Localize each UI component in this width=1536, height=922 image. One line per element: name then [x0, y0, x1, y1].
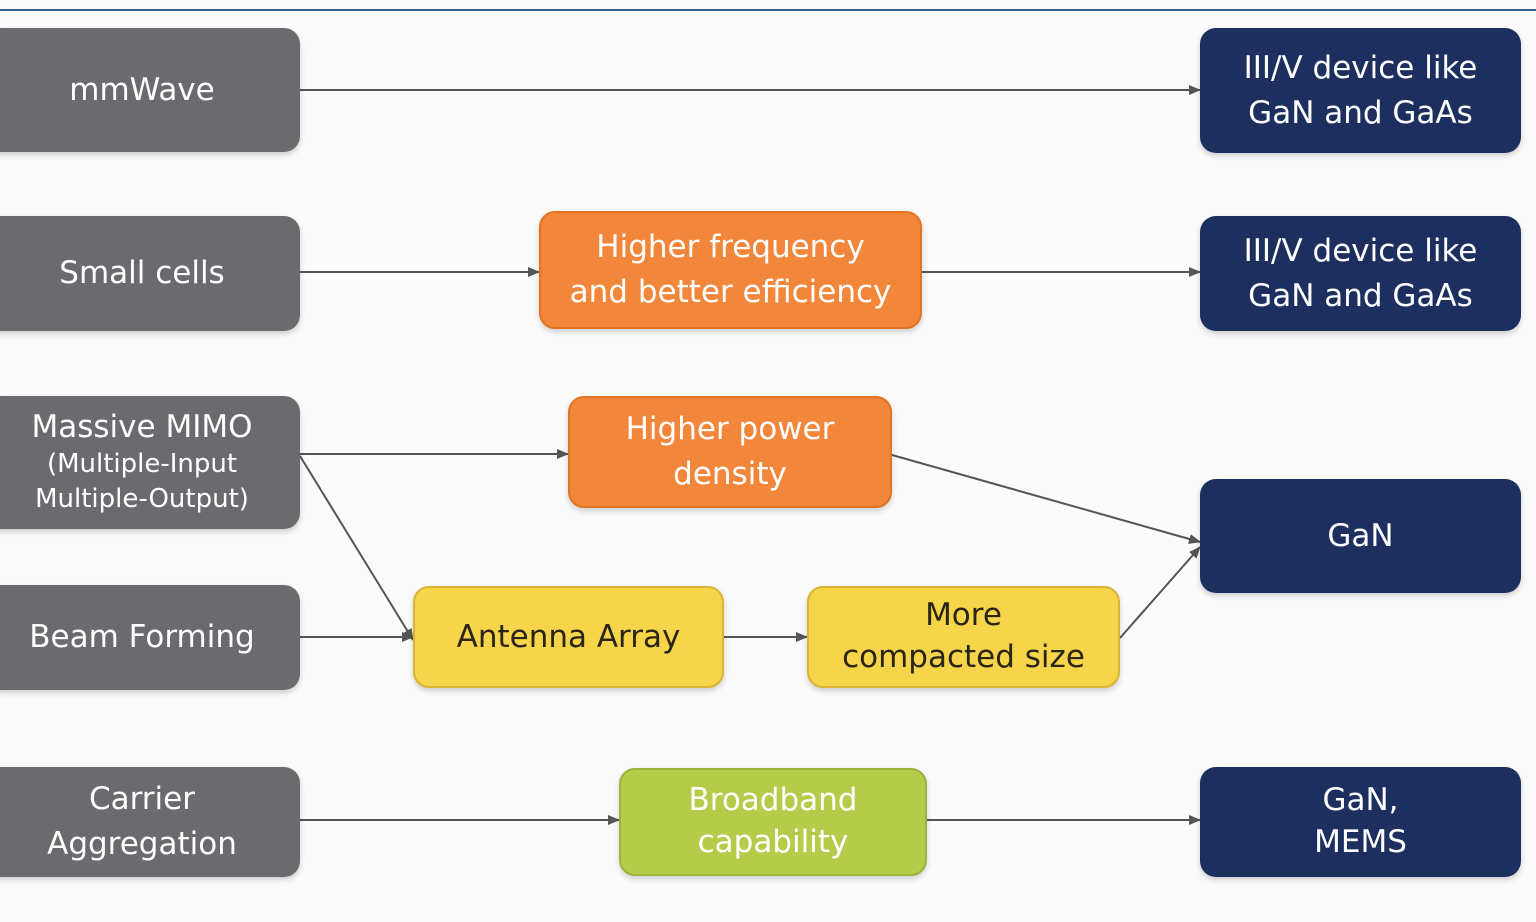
node-higher-power-density-label: Higher power density	[625, 411, 835, 492]
node-higher-power-density: Higher power density	[568, 396, 892, 508]
node-antenna-array-label: Antenna Array	[456, 618, 681, 655]
node-mmwave-label: mmWave	[69, 71, 215, 108]
top-divider-rule	[0, 9, 1536, 11]
node-iiiv-device-1-label: III/V device like GaN and GaAs	[1243, 49, 1478, 131]
node-small-cells-label: Small cells	[59, 255, 225, 292]
edge-higher-power-to-gan	[891, 454, 1201, 544]
edge-massive-mimo-to-antenna-array	[299, 455, 414, 641]
node-iiiv-device-1: III/V device like GaN and GaAs	[1200, 28, 1521, 153]
node-beam-forming: Beam Forming	[0, 585, 300, 690]
node-iiiv-device-2-label: III/V device like GaN and GaAs	[1243, 232, 1478, 314]
node-gan: GaN	[1200, 479, 1521, 593]
node-massive-mimo-label: Massive MIMO	[31, 409, 253, 446]
node-more-compacted-size: More compacted size	[807, 586, 1120, 688]
node-massive-mimo: Massive MIMO (Multiple-Input Multiple-Ou…	[0, 396, 300, 529]
node-beam-forming-label: Beam Forming	[29, 619, 255, 656]
edge-compacted-size-to-gan	[1119, 546, 1201, 639]
node-more-compacted-size-label: More compacted size	[842, 597, 1085, 675]
node-mmwave: mmWave	[0, 28, 300, 152]
node-gan-label: GaN	[1327, 517, 1394, 554]
node-higher-frequency-label: Higher frequency and better efficiency	[569, 229, 892, 310]
node-small-cells: Small cells	[0, 216, 300, 331]
node-gan-mems-label: GaN, MEMS	[1314, 782, 1407, 860]
node-antenna-array: Antenna Array	[413, 586, 724, 688]
node-gan-mems: GaN, MEMS	[1200, 767, 1521, 877]
node-massive-mimo-sublabel: (Multiple-Input Multiple-Output)	[35, 448, 249, 514]
node-carrier-aggregation: Carrier Aggregation	[0, 767, 300, 877]
node-higher-frequency: Higher frequency and better efficiency	[539, 211, 922, 329]
node-broadband-capability: Broadband capability	[619, 768, 927, 876]
node-carrier-aggregation-label: Carrier Aggregation	[47, 781, 237, 862]
node-iiiv-device-2: III/V device like GaN and GaAs	[1200, 216, 1521, 331]
node-broadband-capability-label: Broadband capability	[688, 782, 858, 860]
